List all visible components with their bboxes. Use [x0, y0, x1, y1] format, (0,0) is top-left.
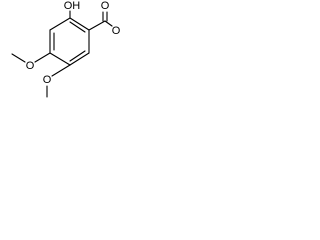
benzene-ring	[49, 17, 90, 66]
bond-ring-to-carbonyl-carbon	[88, 20, 106, 31]
molecule-drawing: OH O O O O	[11, 0, 121, 98]
bond-ring-top-right	[69, 17, 90, 31]
atom-hydroxyl: OH	[64, 0, 81, 12]
bond-ring-double-top-right	[69, 21, 86, 33]
bond-ring-bottom-right	[69, 52, 90, 66]
bond-methoxy-top-methyl	[11, 53, 26, 63]
bond-ring-double-bottom-right	[69, 50, 86, 62]
bond-ring-top-left	[49, 17, 71, 31]
bond-ring-bottom-left	[49, 52, 71, 66]
atom-ester-oxygen: O	[112, 25, 121, 37]
structure-diagram: OH O O O O	[0, 0, 121, 98]
atom-methoxy-top-oxygen: O	[26, 60, 35, 72]
bond-carbonyl-to-ester-oxygen	[104, 20, 113, 27]
atom-methoxy-bottom-oxygen: O	[43, 74, 52, 86]
bond-ring-to-methoxy-top-oxygen	[34, 52, 51, 63]
atom-carbonyl-oxygen: O	[101, 0, 110, 12]
bond-ring-to-methoxy-bottom-oxygen	[51, 64, 71, 77]
